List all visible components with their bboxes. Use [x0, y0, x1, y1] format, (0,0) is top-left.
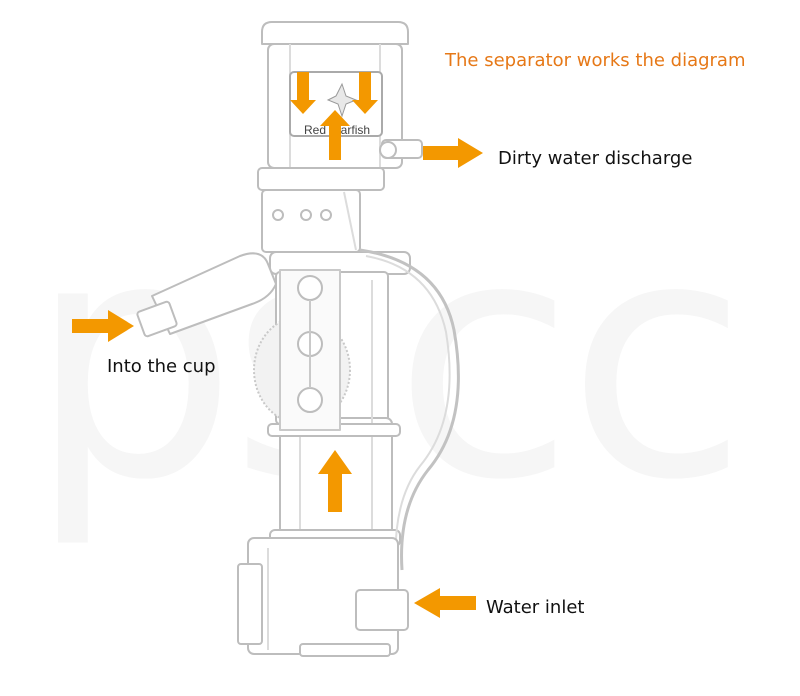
starfish-logo-icon — [326, 82, 358, 118]
arrow-right-icon — [423, 138, 483, 168]
label-into-the-cup: Into the cup — [107, 356, 216, 377]
arrow-up-icon — [318, 450, 352, 512]
arrow-down-icon — [352, 72, 378, 114]
arrow-right-icon — [72, 310, 134, 342]
skimmer-collar — [257, 167, 385, 253]
pump-unit — [237, 537, 409, 657]
flow-arrows — [72, 72, 483, 618]
arrow-left-icon — [414, 588, 476, 618]
label-dirty-water-discharge: Dirty water discharge — [498, 148, 693, 169]
arrow-down-icon — [290, 72, 316, 114]
diagram-title: The separator works the diagram — [445, 50, 746, 71]
air-intake-pipe — [136, 252, 277, 338]
label-water-inlet: Water inlet — [486, 597, 585, 618]
sponge-filter — [253, 269, 351, 431]
arrow-up-icon — [320, 110, 350, 160]
